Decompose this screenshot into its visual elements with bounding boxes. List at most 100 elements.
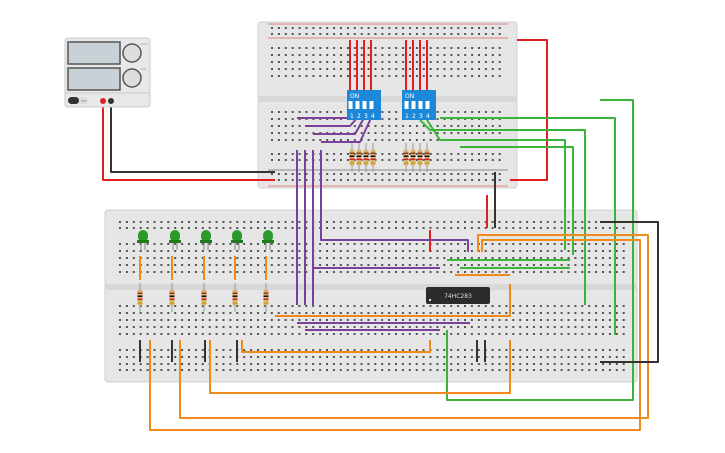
breadboard-hole xyxy=(415,132,418,134)
breadboard-hole xyxy=(277,363,280,365)
breadboard-hole xyxy=(119,227,121,229)
breadboard-hole xyxy=(332,221,335,223)
dip-toggle[interactable] xyxy=(425,101,430,109)
breadboard-hole xyxy=(436,326,439,328)
breadboard-hole xyxy=(519,264,522,266)
resistor[interactable] xyxy=(137,283,143,312)
breadboard-hole xyxy=(388,349,391,351)
breadboard-hole xyxy=(567,221,570,223)
chip-label: 74HC283 xyxy=(444,293,472,300)
breadboard-hole xyxy=(360,47,363,49)
red-wire[interactable] xyxy=(102,101,275,181)
led-green[interactable] xyxy=(137,230,149,250)
orange-wire[interactable] xyxy=(241,340,431,353)
purple-wire[interactable] xyxy=(313,117,365,135)
resistor[interactable] xyxy=(417,143,423,172)
breadboard-hole xyxy=(291,118,294,120)
resistor[interactable] xyxy=(201,283,207,312)
breadboard-hole xyxy=(457,179,460,181)
breadboard-hole xyxy=(360,221,363,223)
breadboard-hole xyxy=(443,61,446,63)
breadboard-bottom[interactable] xyxy=(104,209,638,383)
dip-toggle[interactable] xyxy=(355,101,360,109)
resistor[interactable] xyxy=(370,143,376,172)
led-green[interactable] xyxy=(262,230,274,250)
breadboard-hole xyxy=(477,349,480,351)
chip-74hc283[interactable]: 74HC283 xyxy=(426,287,490,304)
breadboard-hole xyxy=(491,47,494,49)
led-green[interactable] xyxy=(169,230,181,250)
dip-toggle[interactable] xyxy=(348,101,353,109)
breadboard-hole xyxy=(298,326,301,328)
voltage-knob[interactable] xyxy=(122,43,142,63)
orange-wire[interactable] xyxy=(149,239,641,431)
led-green[interactable] xyxy=(200,230,212,250)
resistor[interactable] xyxy=(263,283,269,312)
resistor[interactable] xyxy=(424,143,430,172)
breadboard-hole xyxy=(622,369,625,371)
negative-terminal[interactable] xyxy=(108,98,114,104)
green-wire[interactable] xyxy=(440,117,616,335)
resistor[interactable] xyxy=(363,143,369,172)
dip-toggle[interactable] xyxy=(418,101,423,109)
breadboard-hole xyxy=(581,305,584,307)
breadboard-hole xyxy=(146,333,149,335)
black-wire[interactable] xyxy=(110,101,275,173)
breadboard-hole xyxy=(332,319,335,321)
breadboard-hole xyxy=(215,271,218,273)
dip-toggle[interactable] xyxy=(411,101,416,109)
resistor[interactable] xyxy=(356,143,362,172)
orange-wire[interactable] xyxy=(275,284,511,317)
breadboard-hole xyxy=(229,264,232,266)
dip-switch-1[interactable]: ON 1 2 3 4 xyxy=(347,90,381,120)
resistor[interactable] xyxy=(232,283,238,312)
breadboard-hole xyxy=(119,369,121,371)
orange-wire[interactable] xyxy=(179,234,649,419)
resistor[interactable] xyxy=(410,143,416,172)
breadboard-hole xyxy=(160,356,163,358)
breadboard-hole xyxy=(498,27,501,29)
breadboard-hole xyxy=(381,132,384,134)
breadboard-hole xyxy=(415,47,418,49)
breadboard-hole xyxy=(402,153,405,155)
led-green[interactable] xyxy=(231,230,243,250)
current-knob[interactable] xyxy=(122,68,142,88)
resistor[interactable] xyxy=(169,283,175,312)
breadboard-hole xyxy=(353,356,356,358)
breadboard-hole xyxy=(277,257,280,259)
breadboard-hole xyxy=(408,271,411,273)
breadboard-hole xyxy=(546,349,549,351)
black-wire[interactable] xyxy=(600,221,659,363)
positive-terminal[interactable] xyxy=(100,98,106,104)
green-wire[interactable] xyxy=(446,99,634,401)
breadboard-hole xyxy=(408,333,411,335)
breadboard-hole xyxy=(381,33,384,35)
purple-wire[interactable] xyxy=(320,150,469,252)
green-wire[interactable] xyxy=(426,119,566,250)
purple-wire[interactable] xyxy=(321,117,372,143)
orange-wire[interactable] xyxy=(209,340,511,394)
breadboard-hole xyxy=(353,319,356,321)
purple-wire[interactable] xyxy=(305,117,358,127)
breadboard-hole xyxy=(339,349,342,351)
breadboard-hole xyxy=(125,333,128,335)
resistor[interactable] xyxy=(349,143,355,172)
dip-toggle[interactable] xyxy=(404,101,409,109)
power-supply[interactable]: VOLT CUR OFF xyxy=(64,37,151,108)
green-wire[interactable] xyxy=(419,119,586,305)
red-wire[interactable] xyxy=(510,39,548,181)
dip-toggle[interactable] xyxy=(362,101,367,109)
breadboard-hole xyxy=(222,349,225,351)
breadboard-hole xyxy=(367,305,370,307)
breadboard-hole xyxy=(491,326,494,328)
breadboard-hole xyxy=(519,271,522,273)
dip-toggle[interactable] xyxy=(369,101,374,109)
resistor[interactable] xyxy=(403,143,409,172)
breadboard-hole xyxy=(484,326,487,328)
green-wire[interactable] xyxy=(460,146,574,255)
breadboard-hole xyxy=(305,326,308,328)
breadboard-hole xyxy=(388,250,391,252)
breadboard-hole xyxy=(401,250,404,252)
